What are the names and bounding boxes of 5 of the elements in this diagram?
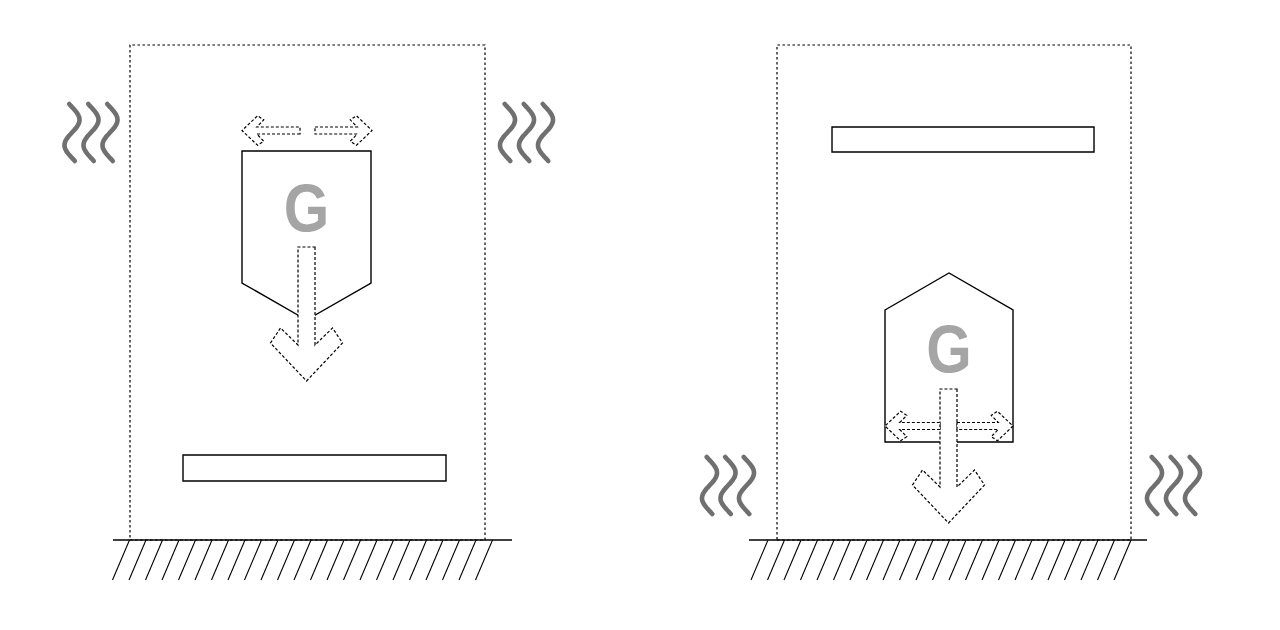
pentagon-node: G (884, 272, 1014, 443)
bar (831, 126, 1095, 153)
bar (182, 454, 447, 482)
dotted-frame (776, 44, 1132, 541)
pentagon-node: G (241, 150, 372, 321)
